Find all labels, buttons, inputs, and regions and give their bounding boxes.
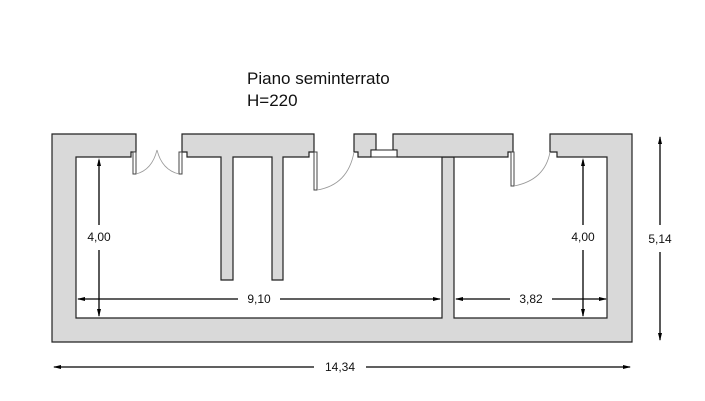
- dim-total-width-label: 14,34: [325, 360, 355, 374]
- floor-height: H=220: [247, 91, 298, 110]
- dim-right-width-label: 3,82: [519, 292, 543, 306]
- dimension-total-width: 14,34: [53, 360, 631, 374]
- dim-total-depth-label: 5,14: [648, 232, 672, 246]
- window: [370, 149, 398, 158]
- door-right: [510, 151, 551, 187]
- dimension-total-depth: 5,14: [648, 136, 672, 341]
- door-double-left: [132, 149, 183, 175]
- dim-left-width-label: 9,10: [247, 292, 271, 306]
- dimension-right-width: 3,82: [455, 292, 607, 306]
- dimension-left-width: 9,10: [77, 292, 441, 306]
- dimension-right-height: 4,00: [571, 158, 595, 317]
- wall-left: [51, 133, 633, 343]
- walls: [51, 133, 633, 343]
- plan-title: Piano seminterrato H=220: [247, 68, 390, 112]
- floor-name: Piano seminterrato: [247, 69, 390, 88]
- door-center: [313, 151, 355, 191]
- wall-top-center: [181, 133, 315, 281]
- wall-top-right: [392, 133, 514, 158]
- dimension-left-height: 4,00: [87, 158, 111, 317]
- dim-left-height-label: 4,00: [87, 230, 111, 244]
- dim-right-height-label: 4,00: [571, 230, 595, 244]
